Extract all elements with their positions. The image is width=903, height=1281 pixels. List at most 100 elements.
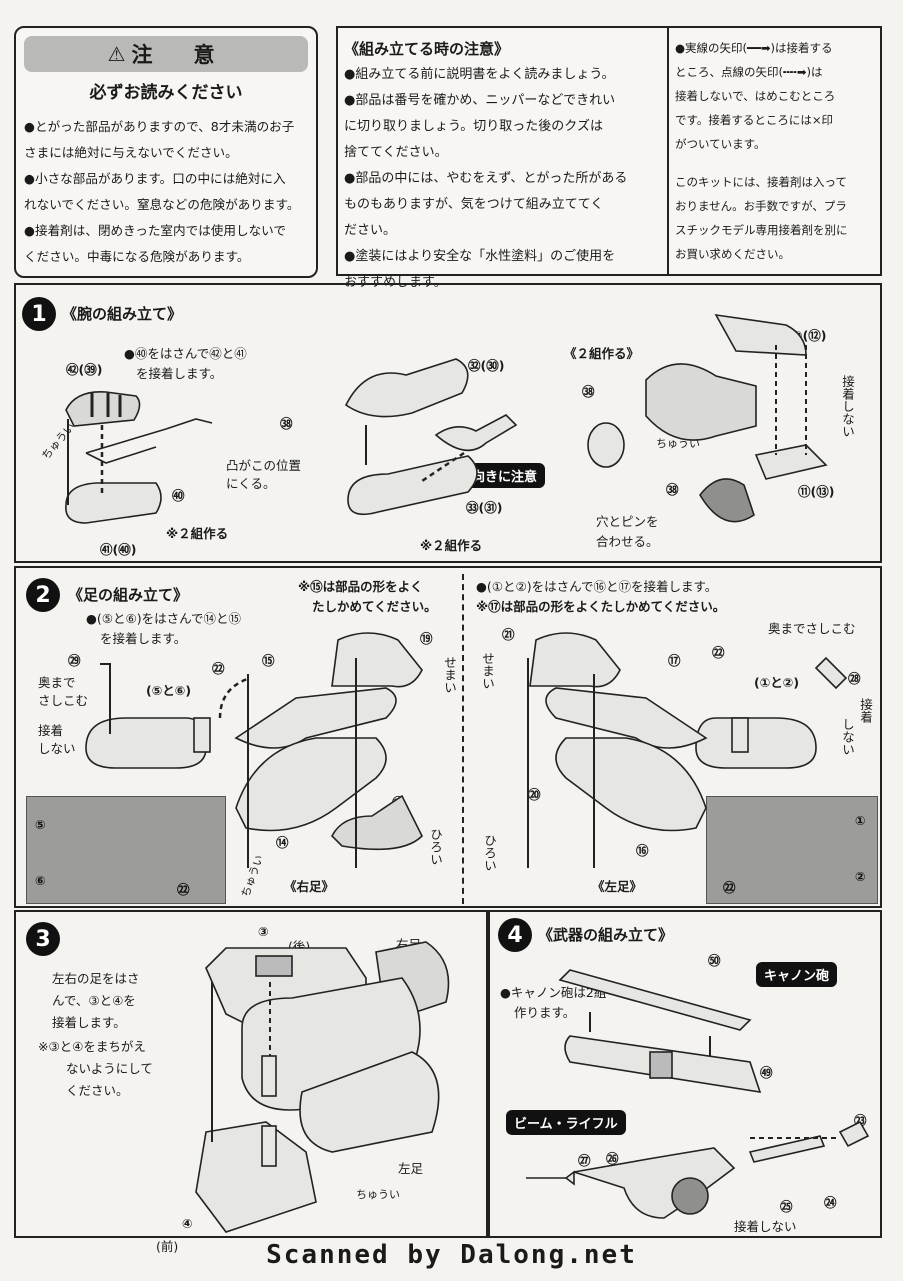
shape-note-right: ※⑰は部品の形をよくたしかめてください。 xyxy=(476,599,726,614)
insert-deep: さしこむ xyxy=(38,693,89,708)
no-glue: 接着しない xyxy=(734,1219,797,1234)
part-label: ⑤ xyxy=(35,817,46,832)
insert-deep: 奥まで xyxy=(38,675,76,690)
assembly-notes-title: 《組み立てる時の注意》 xyxy=(344,40,510,58)
part-label: ⑭ xyxy=(276,835,289,850)
no-glue: しない xyxy=(38,741,76,756)
part-label: ㊶(㊵) xyxy=(100,542,137,557)
part-label: ㉒ xyxy=(177,882,190,897)
part-label: ㉒ xyxy=(212,661,225,676)
step1-instruction: ●㊵をはさんで㊷と㊶ xyxy=(124,346,247,361)
caution-title: 注 意 xyxy=(131,43,225,67)
hole-pin-note: 合わせる。 xyxy=(596,534,659,549)
note-line: ものもありますが、気をつけて組み立ててく xyxy=(344,197,604,212)
step2-instruction-left: ●(⑤と⑥)をはさんで⑭と⑮ xyxy=(86,611,241,626)
insert-deep-right: 奥までさしこむ xyxy=(768,621,856,636)
narrow-label: せまい xyxy=(480,652,495,690)
caution-box: ⚠ 注 意 必ずお読みください ●とがった部品がありますので、8才未満のお子 さ… xyxy=(14,26,318,278)
step3-instruction: んで、③と④を xyxy=(52,993,136,1008)
step4-number: 4 xyxy=(498,918,532,952)
caution-line: ●接着剤は、閉めきった室内では使用しないで xyxy=(24,223,286,238)
bump-note: にくる。 xyxy=(226,476,276,491)
step3-instruction: 左右の足をはさ xyxy=(52,971,140,986)
narrow-label: せまい xyxy=(442,656,457,694)
note-line: に切り取りましょう。切り取った後のクズは xyxy=(344,119,603,134)
assembly-notes-box: 《組み立てる時の注意》 ●組み立てる前に説明書をよく読みましょう。 ●部品は番号… xyxy=(336,26,668,290)
part-label: ㉝(㉛) xyxy=(466,500,503,515)
cannon-note: ●キャノン砲は2組 xyxy=(500,985,607,1000)
part-label: ③ xyxy=(258,924,269,939)
shape-note: たしかめてください。 xyxy=(312,599,437,614)
make-two-note: ※２組作る xyxy=(420,538,483,553)
left-leg-label: 《左足》 xyxy=(592,879,643,894)
part-label: ㊳ xyxy=(666,482,679,497)
shape-note: ※⑮は部品の形をよく xyxy=(298,579,423,594)
warning-icon: ⚠ xyxy=(107,42,126,66)
part-label: ㊵ xyxy=(172,488,185,503)
left-leg-label: 左足 xyxy=(398,1161,424,1176)
step1-drawing xyxy=(65,313,828,524)
step3-number: 3 xyxy=(26,922,60,956)
note-line: おすすめします。 xyxy=(344,275,447,290)
step2-instruction-right: ●(①と②)をはさんで⑯と⑰を接着します。 xyxy=(476,579,718,594)
make-two-note: ※２組作る xyxy=(166,526,229,541)
part-label: ㉒ xyxy=(723,880,736,895)
sub-diagram-left: ⑤ ⑥ ㉒ xyxy=(26,796,226,904)
part-label: ㉒ xyxy=(712,645,725,660)
part-label: ㊷(㊴) xyxy=(66,362,103,377)
caution-header: ⚠ 注 意 xyxy=(24,36,308,72)
step3-instruction: 接着します。 xyxy=(52,1015,126,1030)
caution-line: ●とがった部品がありますので、8才未満のお子 xyxy=(24,119,295,134)
part-label: ㉔ xyxy=(824,1195,837,1210)
caution-line: れないでください。窒息などの危険があります。 xyxy=(24,197,300,212)
part-label: ㉗ xyxy=(578,1153,591,1168)
step3-note: ください。 xyxy=(66,1083,129,1098)
part-label: ① xyxy=(855,813,866,828)
part-label: ㊳ xyxy=(280,416,293,431)
step1-section: 1 《腕の組み立て》 ●㊵をはさんで㊷と㊶ を接着します。 ㊷(㊴) ㊵ ㊶(㊵… xyxy=(14,283,882,563)
step1-instruction2: を接着します。 xyxy=(136,366,223,381)
note-line: ●部品の中には、やむをえず、とがった所がある xyxy=(344,171,628,186)
step2-section: 2 《足の組み立て》 ●(⑤と⑥)をはさんで⑭と⑮ を接着します。 ※⑮は部品の… xyxy=(14,566,882,908)
arrow-note-line: ところ、点線の矢印(╍╍➡)は xyxy=(675,65,823,79)
bump-note: 凸がこの位置 xyxy=(226,458,302,473)
note-line: ださい。 xyxy=(344,223,397,238)
note-line: ●部品は番号を確かめ、ニッパーなどできれい xyxy=(344,93,616,108)
caution-line: ●小さな部品があります。口の中には絶対に入 xyxy=(24,171,286,186)
cannon-note: 作ります。 xyxy=(514,1005,576,1020)
step4-section: 4 《武器の組み立て》 ●キャノン砲は2組 作ります。 キャノン砲 ビーム・ライ… xyxy=(488,910,882,1238)
arrow-notes-box: ●実線の矢印(━━➡)は接着する ところ、点線の矢印(╍╍➡)は 接着しないで、… xyxy=(667,26,882,276)
part-label: ㉘ xyxy=(848,671,861,686)
arrow-note-line: ●実線の矢印(━━➡)は接着する xyxy=(675,41,833,55)
part-label: ㉖ xyxy=(606,1151,619,1166)
front-label: (前) xyxy=(156,1239,179,1254)
part-label: ⑳ xyxy=(528,787,541,802)
caution-line: さまには絶対に与えないでください。 xyxy=(24,145,238,160)
step2-drawing xyxy=(85,632,848,868)
part-label: ⑪(⑬) xyxy=(798,484,835,499)
footer-watermark: Scanned by Dalong.net xyxy=(266,1240,637,1270)
part-label: ㉜(㉚) xyxy=(468,358,505,373)
step3-drawing xyxy=(195,941,450,1233)
part-label: ㊾ xyxy=(760,1065,773,1080)
arrow-note-line: スチックモデル専用接着剤を別に xyxy=(675,223,848,237)
no-glue-note: 接着しない xyxy=(840,375,855,438)
part-label: ⑥ xyxy=(35,873,46,888)
step3-section: 3 左右の足をはさ んで、③と④を 接着します。 ※③と④をまちがえ ないように… xyxy=(14,910,488,1254)
caution-subtitle: 必ずお読みください xyxy=(89,83,243,103)
step4-title: 《武器の組み立て》 xyxy=(538,926,674,944)
step2-number: 2 xyxy=(26,578,60,612)
caution-line: ください。中毒になる危険があります。 xyxy=(24,249,250,264)
part-label: ㉙ xyxy=(68,653,81,668)
step3-note: ないようにして xyxy=(66,1061,153,1076)
part-label: ㊿ xyxy=(708,953,721,968)
step1-title: 《腕の組み立て》 xyxy=(62,305,183,323)
make-two-heading: 《２組作る》 xyxy=(564,346,640,361)
right-leg-label: 《右足》 xyxy=(284,879,335,894)
arrow-note-line: 接着しないで、はめこむところ xyxy=(675,89,836,103)
part-label: ④ xyxy=(182,1216,193,1231)
part-label: ㉕ xyxy=(780,1199,793,1214)
wide-label: ひろい xyxy=(428,828,443,866)
no-glue: しない xyxy=(840,718,855,756)
arrow-note-line: がついています。 xyxy=(675,137,766,151)
